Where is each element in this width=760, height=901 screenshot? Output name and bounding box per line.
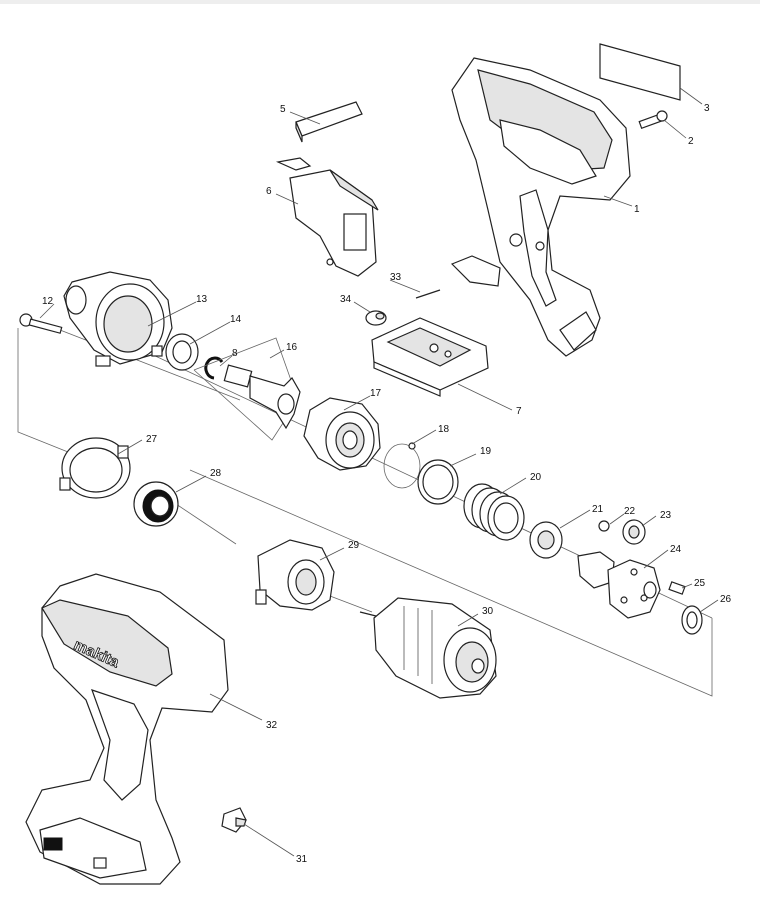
part-28-ball-bearing (133, 481, 179, 527)
label-part-20: 20 (530, 472, 542, 483)
label-part-2: 2 (688, 136, 694, 147)
label-part-23: 23 (660, 510, 672, 521)
part-7-controller (371, 317, 489, 397)
part-number-labels: 3 2 1 5 6 33 34 7 8 12 13 14 16 17 18 19… (42, 103, 732, 865)
label-part-12: 12 (42, 296, 54, 307)
part-24-spindle (577, 551, 661, 619)
label-part-13: 13 (196, 294, 208, 305)
part-18-steel-ball (383, 442, 421, 489)
label-part-25: 25 (694, 578, 706, 589)
label-part-3: 3 (704, 103, 710, 114)
top-edge-bar (0, 0, 760, 4)
part-3-nameplate (599, 43, 681, 101)
part-14-washer (165, 333, 199, 371)
part-25-pin (668, 581, 686, 595)
part-31-latch (221, 807, 247, 833)
label-part-30: 30 (482, 606, 494, 617)
part-26-washer (681, 605, 703, 635)
part-1-housing-right (450, 57, 631, 357)
part-16-anvil (193, 337, 301, 441)
label-part-18: 18 (438, 424, 450, 435)
part-34-spring (365, 310, 387, 326)
part-5-switch-lever (295, 101, 363, 143)
part-8-ring-spring (204, 356, 224, 380)
part-17-hammer (303, 397, 381, 471)
part-13-hammer-case (63, 271, 173, 367)
label-part-32: 32 (266, 720, 278, 731)
part-27-ring (59, 437, 131, 499)
part-2-screw (638, 110, 668, 130)
part-6-switch (275, 157, 379, 277)
part-22-steel-ball (598, 520, 610, 532)
part-12-screw (19, 313, 63, 334)
part-33-pin (415, 289, 441, 299)
part-23-spur-gear (622, 519, 646, 545)
label-part-29: 29 (348, 540, 360, 551)
leader-lines (39, 87, 719, 857)
label-part-22: 22 (624, 506, 636, 517)
part-30-motor (359, 597, 497, 699)
label-part-14: 14 (230, 314, 242, 325)
label-part-28: 28 (210, 468, 222, 479)
label-part-6: 6 (266, 186, 272, 197)
label-part-33: 33 (390, 272, 402, 283)
part-29-gear-housing (255, 539, 335, 611)
label-part-1: 1 (634, 204, 640, 215)
part-32-housing-set: makita (25, 573, 229, 885)
label-part-8: 8 (232, 348, 238, 359)
label-part-34: 34 (340, 294, 352, 305)
part-20-compression-spring (463, 483, 525, 541)
label-part-16: 16 (286, 342, 298, 353)
label-part-27: 27 (146, 434, 158, 445)
label-part-19: 19 (480, 446, 492, 457)
part-19-flat-washer (417, 459, 459, 505)
label-part-17: 17 (370, 388, 382, 399)
label-part-31: 31 (296, 854, 308, 865)
label-part-24: 24 (670, 544, 682, 555)
part-21-thrust-washer (529, 521, 563, 559)
label-part-7: 7 (516, 406, 522, 417)
label-part-26: 26 (720, 594, 732, 605)
label-part-5: 5 (280, 104, 286, 115)
label-part-21: 21 (592, 504, 604, 515)
